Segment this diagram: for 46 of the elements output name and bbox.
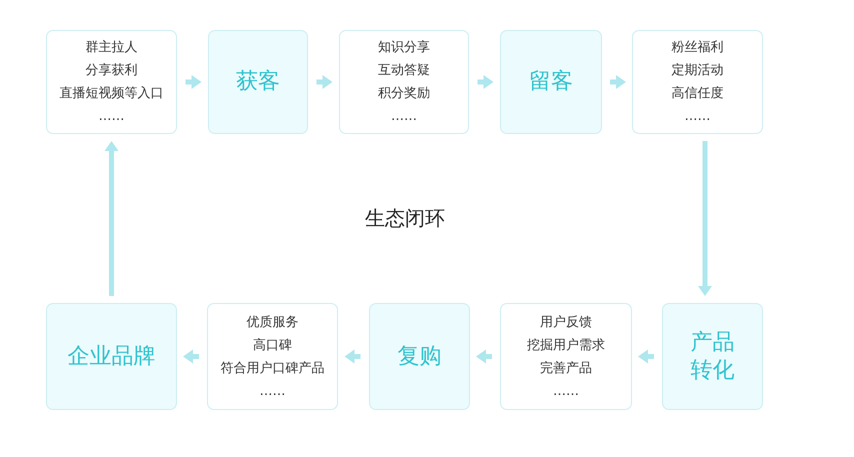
stage-label: 企业品牌 bbox=[68, 342, 156, 370]
list-item: …… bbox=[553, 382, 579, 400]
arrow bbox=[610, 75, 626, 89]
stage-label: 复购 bbox=[398, 342, 442, 370]
info-card bbox=[207, 303, 338, 410]
stage-label: 产品转化 bbox=[690, 328, 736, 384]
info-card bbox=[339, 30, 469, 134]
list-item: 群主拉人 bbox=[86, 39, 138, 57]
stage-box bbox=[500, 30, 602, 134]
list-item: 高口碑 bbox=[253, 336, 292, 354]
arrow bbox=[344, 350, 360, 364]
list-item: 完善产品 bbox=[540, 360, 592, 378]
list-item: …… bbox=[260, 382, 286, 400]
stage-box bbox=[46, 303, 177, 410]
list-item: …… bbox=[98, 108, 124, 126]
list-item: 用户反馈 bbox=[540, 314, 592, 332]
arrow bbox=[183, 350, 199, 364]
arrow bbox=[698, 141, 712, 296]
arrow bbox=[478, 75, 494, 89]
stage-label: 留客 bbox=[529, 68, 573, 96]
arrow bbox=[104, 141, 118, 296]
info-card bbox=[500, 303, 632, 410]
list-item: 挖掘用户需求 bbox=[527, 336, 605, 354]
info-card bbox=[46, 30, 177, 134]
arrow bbox=[186, 75, 202, 89]
list-item: 知识分享 bbox=[378, 39, 430, 57]
center-label: 生态闭环 bbox=[365, 204, 445, 232]
info-card bbox=[632, 30, 763, 134]
list-item: …… bbox=[391, 108, 417, 126]
list-item: 定期活动 bbox=[672, 62, 724, 80]
list-item: 互动答疑 bbox=[378, 62, 430, 80]
list-item: 分享获利 bbox=[86, 62, 138, 80]
list-item: 积分奖励 bbox=[378, 85, 430, 103]
arrow bbox=[476, 350, 492, 364]
list-item: 高信任度 bbox=[672, 85, 724, 103]
stage-box bbox=[369, 303, 470, 410]
list-item: 粉丝福利 bbox=[672, 39, 724, 57]
arrow bbox=[316, 75, 332, 89]
arrow bbox=[638, 350, 654, 364]
stage-box bbox=[662, 303, 763, 410]
list-item: …… bbox=[684, 108, 710, 126]
list-item: 直播短视频等入口 bbox=[60, 85, 164, 103]
list-item: 符合用户口碑产品 bbox=[220, 360, 324, 378]
list-item: 优质服务 bbox=[246, 314, 298, 332]
stage-label: 获客 bbox=[236, 68, 280, 96]
stage-box bbox=[208, 30, 308, 134]
